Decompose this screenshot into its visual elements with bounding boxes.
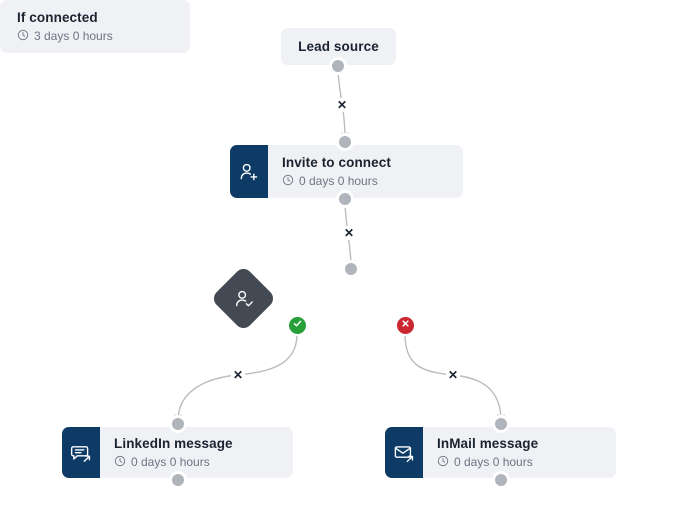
node-invite-body: Invite to connect 0 days 0 hours (268, 145, 463, 198)
port-lead-source-out[interactable] (332, 60, 344, 72)
node-invite-delay: 0 days 0 hours (299, 174, 378, 188)
node-lead-source[interactable]: Lead source (281, 28, 396, 65)
edge-delete-success-to-linkedin[interactable]: ✕ (231, 368, 245, 382)
clock-icon (114, 455, 126, 471)
node-lead-source-label: Lead source (298, 39, 379, 54)
port-inmail-out[interactable] (495, 474, 507, 486)
envelope-send-icon (385, 427, 423, 478)
cross-icon (400, 316, 411, 334)
person-add-icon (230, 145, 268, 198)
port-inmail-in[interactable] (495, 418, 507, 430)
person-check-icon (220, 275, 267, 322)
node-linkedin-message[interactable]: LinkedIn message 0 days 0 hours (62, 427, 293, 478)
port-invite-out[interactable] (339, 193, 351, 205)
node-if-connected-diamond[interactable] (210, 265, 277, 332)
edge-delete-invite-to-if-connected[interactable]: ✕ (342, 226, 356, 240)
branch-badge-success[interactable] (288, 316, 306, 334)
node-invite-to-connect[interactable]: Invite to connect 0 days 0 hours (230, 145, 463, 198)
node-invite-title: Invite to connect (282, 154, 391, 170)
node-linkedin-title: LinkedIn message (114, 435, 233, 451)
node-inmail-body: InMail message 0 days 0 hours (423, 427, 616, 478)
branch-badge-failure[interactable] (396, 316, 414, 334)
message-send-icon (62, 427, 100, 478)
node-if-connected-delay: 3 days 0 hours (34, 29, 113, 43)
port-if-connected-in[interactable] (345, 263, 357, 275)
clock-icon (282, 174, 294, 190)
port-linkedin-out[interactable] (172, 474, 184, 486)
edge-delete-failure-to-inmail[interactable]: ✕ (446, 368, 460, 382)
port-linkedin-in[interactable] (172, 418, 184, 430)
clock-icon (437, 455, 449, 471)
node-linkedin-meta: 0 days 0 hours (114, 455, 293, 471)
node-linkedin-body: LinkedIn message 0 days 0 hours (100, 427, 293, 478)
check-icon (292, 316, 303, 334)
node-inmail-meta: 0 days 0 hours (437, 455, 616, 471)
node-linkedin-delay: 0 days 0 hours (131, 455, 210, 469)
node-invite-meta: 0 days 0 hours (282, 174, 463, 190)
node-inmail-title: InMail message (437, 435, 539, 451)
port-invite-in[interactable] (339, 136, 351, 148)
edge-delete-lead-source-to-invite[interactable]: ✕ (335, 98, 349, 112)
node-if-connected-title: If connected (17, 9, 98, 25)
clock-icon (17, 29, 29, 45)
node-if-connected[interactable]: If connected 3 days 0 hours (0, 0, 190, 53)
node-inmail-message[interactable]: InMail message 0 days 0 hours (385, 427, 616, 478)
node-if-connected-meta: 3 days 0 hours (17, 29, 190, 45)
node-inmail-delay: 0 days 0 hours (454, 455, 533, 469)
